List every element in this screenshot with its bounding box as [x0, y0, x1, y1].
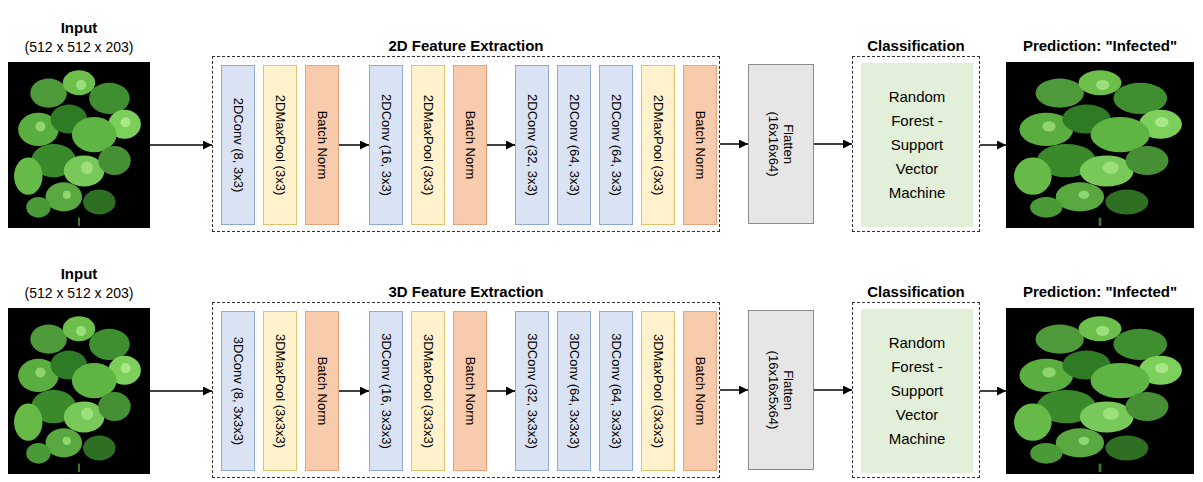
- plant-image: [8, 62, 150, 228]
- layer-label: 3DConv (32, 3x3x3): [525, 333, 540, 449]
- layer-label: Batch Norm: [463, 357, 478, 426]
- arrow-connector: [814, 389, 852, 391]
- conv-layer-box: 3DConv (64, 3x3x3): [599, 311, 633, 471]
- maxpool-layer-box: 2DMaxPool (3x3): [411, 65, 445, 225]
- maxpool-layer-box: 2DMaxPool (3x3): [641, 65, 675, 225]
- maxpool-layer-box: 3DMaxPool (3x3x3): [641, 311, 675, 471]
- dashed-group-box: ClassificationRandom Forest - Support Ve…: [852, 56, 980, 232]
- prediction-caption: Prediction: "Infected": [966, 282, 1203, 302]
- layer-label: 3DMaxPool (3x3x3): [421, 334, 436, 448]
- arrow-connector: [487, 390, 515, 392]
- classifier-label: Random Forest - Support Vector Machine: [889, 331, 946, 451]
- layer-label: 2DConv (64, 3x3): [567, 94, 582, 196]
- caption-block: Input(512 x 512 x 203): [0, 264, 190, 302]
- arrow-connector: [720, 389, 748, 391]
- maxpool-layer-box: 3DMaxPool (3x3x3): [411, 311, 445, 471]
- layer-label: 2DConv (64, 3x3): [609, 94, 624, 196]
- arrow-connector: [339, 390, 369, 392]
- arrow-connector: [980, 390, 1006, 392]
- dashed-group-box: ClassificationRandom Forest - Support Ve…: [852, 302, 980, 478]
- layer-label: 3DMaxPool (3x3x3): [273, 334, 288, 448]
- input-caption: (512 x 512 x 203): [0, 38, 190, 56]
- layer-label: Batch Norm: [693, 357, 708, 426]
- conv-layer-box: 3DConv (32, 3x3x3): [515, 311, 549, 471]
- arrow-connector: [980, 144, 1006, 146]
- layer-label: 2DMaxPool (3x3): [651, 95, 666, 195]
- flatten-box: Flatten (16x16x5x64): [748, 310, 814, 470]
- classifier-box: Random Forest - Support Vector Machine: [861, 63, 973, 227]
- layer-label: Batch Norm: [315, 111, 330, 180]
- plant-image: [8, 308, 150, 474]
- conv-layer-box: 2DConv (64, 3x3): [557, 65, 591, 225]
- batchnorm-layer-box: Batch Norm: [453, 65, 487, 225]
- batchnorm-layer-box: Batch Norm: [305, 311, 339, 471]
- classifier-label: Random Forest - Support Vector Machine: [889, 85, 946, 205]
- group-heading: Classification: [823, 282, 1009, 301]
- group-heading: 2D Feature Extraction: [183, 36, 749, 55]
- conv-layer-box: 3DConv (64, 3x3x3): [557, 311, 591, 471]
- maxpool-layer-box: 2DMaxPool (3x3): [263, 65, 297, 225]
- layer-label: Batch Norm: [315, 357, 330, 426]
- input-caption: Input: [0, 18, 190, 38]
- caption-block: Input(512 x 512 x 203): [0, 18, 190, 56]
- dashed-group-box: 3D Feature Extraction3DConv (8, 3x3x3)3D…: [212, 302, 720, 478]
- conv-layer-box: 2DConv (32, 3x3): [515, 65, 549, 225]
- input-caption: Input: [0, 264, 190, 284]
- batchnorm-layer-box: Batch Norm: [453, 311, 487, 471]
- layer-label: Batch Norm: [693, 111, 708, 180]
- arrow-connector: [814, 143, 852, 145]
- conv-layer-box: 2DConv (8, 3x3): [221, 65, 255, 225]
- caption-block: Prediction: "Infected": [966, 282, 1203, 302]
- conv-layer-box: 3DConv (8, 3x3x3): [221, 311, 255, 471]
- flatten-label: Flatten (16x16x5x64): [766, 340, 796, 440]
- arrow-connector: [487, 144, 515, 146]
- plant-image: [1006, 62, 1194, 228]
- layer-label: 2DMaxPool (3x3): [273, 95, 288, 195]
- conv-layer-box: 2DConv (16, 3x3): [369, 65, 403, 225]
- layer-label: 3DConv (16, 3x3x3): [379, 333, 394, 449]
- classifier-box: Random Forest - Support Vector Machine: [861, 309, 973, 473]
- layer-label: 3DConv (8, 3x3x3): [231, 337, 246, 445]
- plant-image-frame: Prediction: "Infected": [1006, 308, 1194, 474]
- plant-image: [1006, 308, 1194, 474]
- maxpool-layer-box: 3DMaxPool (3x3x3): [263, 311, 297, 471]
- layer-label: 2DMaxPool (3x3): [421, 95, 436, 195]
- arrow-connector: [150, 390, 212, 392]
- layer-label: Batch Norm: [463, 111, 478, 180]
- batchnorm-layer-box: Batch Norm: [683, 65, 717, 225]
- flatten-label: Flatten (16x16x64): [766, 94, 796, 194]
- group-heading: Classification: [823, 36, 1009, 55]
- arrow-connector: [339, 144, 369, 146]
- layer-label: 2DConv (32, 3x3): [525, 94, 540, 196]
- arrow-connector: [720, 143, 748, 145]
- layer-label: 2DConv (8, 3x3): [231, 98, 246, 193]
- input-caption: (512 x 512 x 203): [0, 284, 190, 302]
- layer-label: 2DConv (16, 3x3): [379, 94, 394, 196]
- plant-image-frame: Input(512 x 512 x 203): [8, 308, 150, 474]
- conv-layer-box: 3DConv (16, 3x3x3): [369, 311, 403, 471]
- group-heading: 3D Feature Extraction: [183, 282, 749, 301]
- layer-label: 3DConv (64, 3x3x3): [609, 333, 624, 449]
- flatten-box: Flatten (16x16x64): [748, 64, 814, 224]
- arrow-connector: [150, 144, 212, 146]
- batchnorm-layer-box: Batch Norm: [305, 65, 339, 225]
- prediction-caption: Prediction: "Infected": [966, 36, 1203, 56]
- conv-layer-box: 2DConv (64, 3x3): [599, 65, 633, 225]
- dashed-group-box: 2D Feature Extraction2DConv (8, 3x3)2DMa…: [212, 56, 720, 232]
- layer-label: 3DConv (64, 3x3x3): [567, 333, 582, 449]
- plant-image-frame: Prediction: "Infected": [1006, 62, 1194, 228]
- caption-block: Prediction: "Infected": [966, 36, 1203, 56]
- plant-image-frame: Input(512 x 512 x 203): [8, 62, 150, 228]
- layer-label: 3DMaxPool (3x3x3): [651, 334, 666, 448]
- batchnorm-layer-box: Batch Norm: [683, 311, 717, 471]
